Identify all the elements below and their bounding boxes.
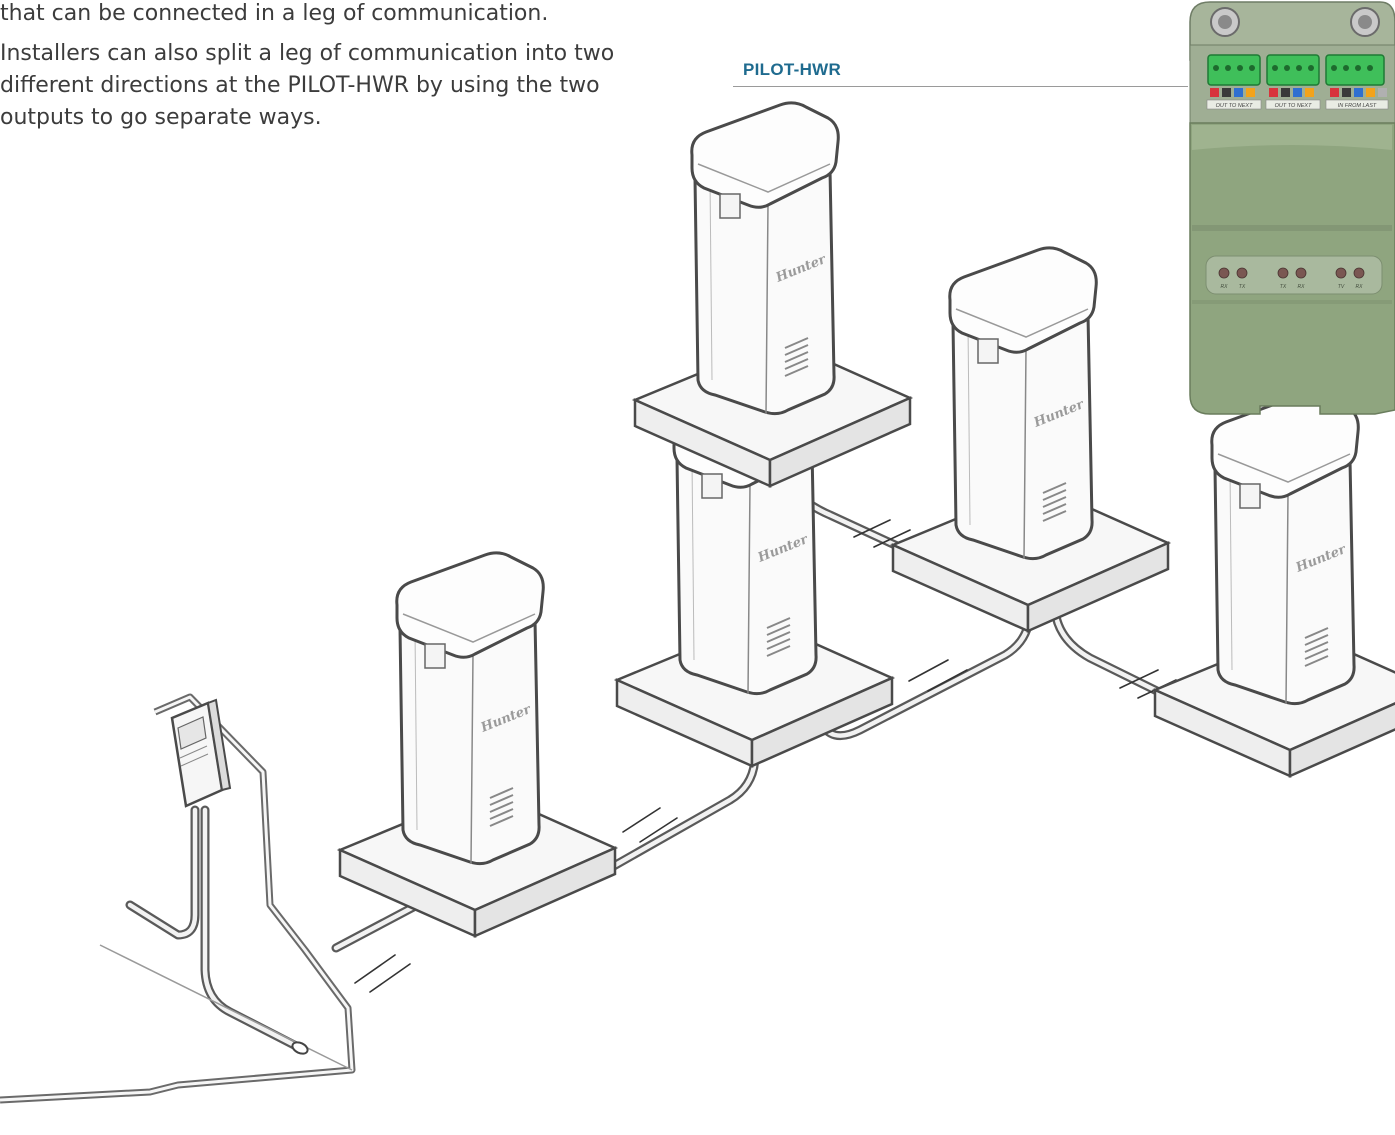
building-outline <box>0 697 352 1100</box>
led-label: RX <box>1221 284 1229 290</box>
led-label: RX <box>1298 284 1306 290</box>
led-label: TX <box>1239 284 1246 290</box>
wire-color-indicators <box>1210 88 1387 97</box>
cable-controller-side <box>130 810 195 935</box>
port-label-out-2: OUT TO NEXT <box>1275 103 1313 109</box>
port-label-out-1: OUT TO NEXT <box>1216 103 1254 109</box>
screw-left <box>1211 8 1239 36</box>
led-label: TX <box>1280 284 1287 290</box>
pedestal-4: Hunter <box>893 248 1168 631</box>
terminal-blocks <box>1208 55 1384 85</box>
pedestal-1: Hunter <box>340 553 615 936</box>
pedestal-3: Hunter <box>635 103 910 486</box>
wall-controller <box>172 700 230 806</box>
pedestal-5: Hunter <box>1155 393 1395 776</box>
screw-right <box>1351 8 1379 36</box>
port-label-in: IN FROM LAST <box>1338 103 1377 109</box>
led-label: TV <box>1338 284 1345 290</box>
cable-end-plug <box>291 1040 310 1056</box>
led-label: RX <box>1356 284 1364 290</box>
pilot-hwr-device: OUT TO NEXT OUT TO NEXT IN FROM LAST RX … <box>1190 2 1395 414</box>
